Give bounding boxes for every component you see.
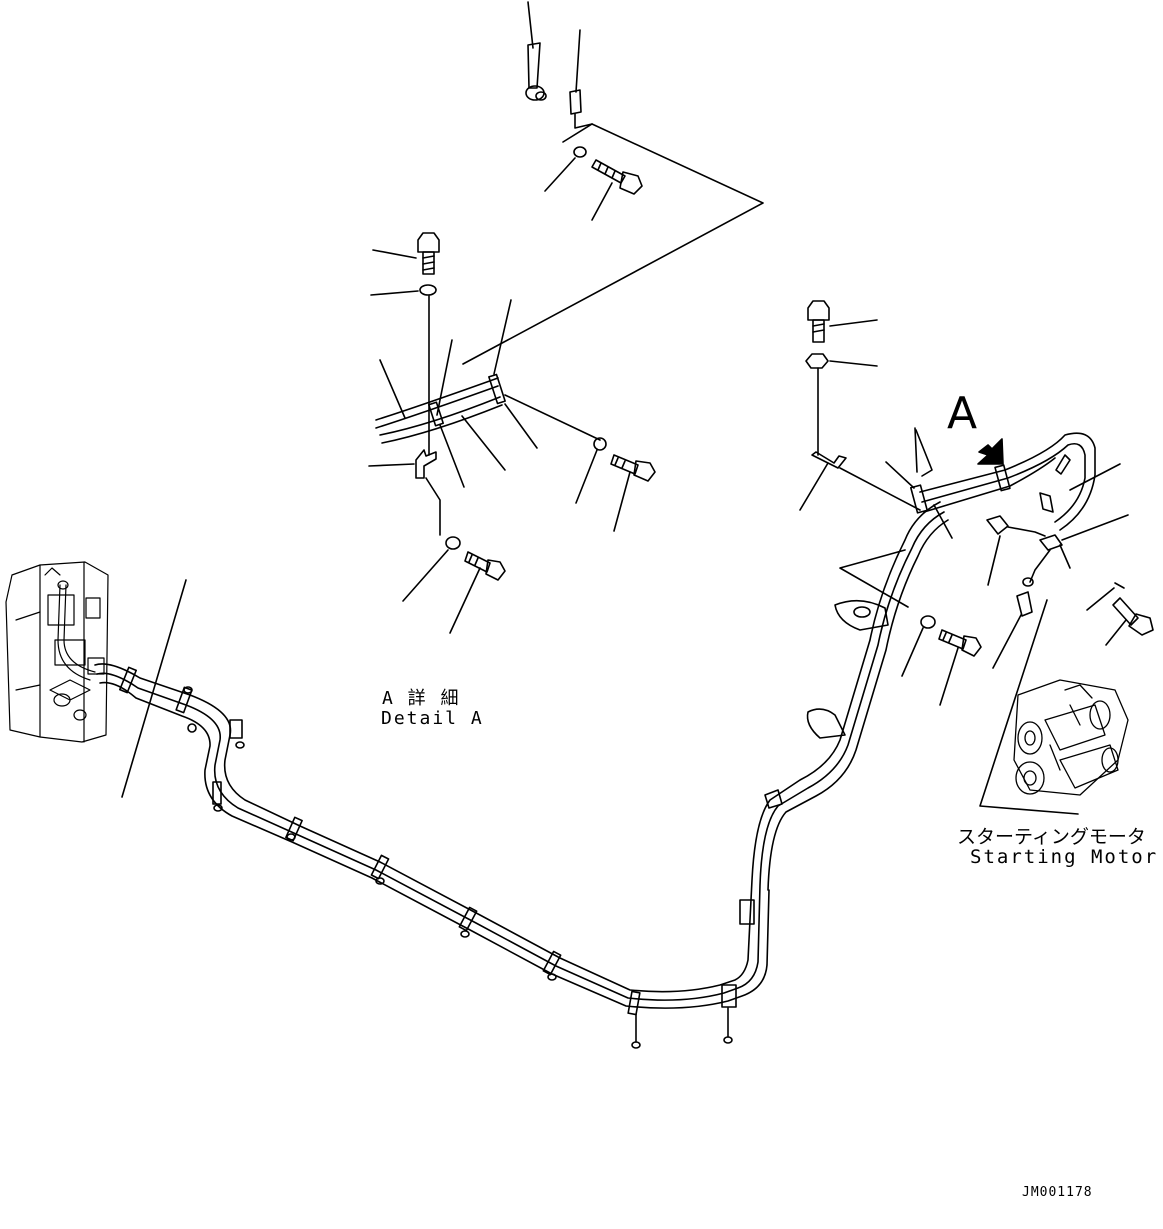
leader-line bbox=[901, 627, 924, 677]
detail-a-label-english: Detail A bbox=[381, 708, 484, 729]
cable bbox=[381, 404, 503, 444]
leader-line bbox=[527, 1, 534, 49]
leader-line bbox=[613, 471, 631, 532]
top-washer bbox=[573, 146, 587, 158]
leader-line bbox=[1105, 619, 1127, 646]
cable bbox=[375, 385, 499, 429]
left-bolt-bottom bbox=[464, 551, 506, 581]
lower-right-bolt bbox=[938, 629, 982, 657]
detail-a-label-japanese: A 詳 細 bbox=[382, 688, 461, 709]
leader-line bbox=[575, 449, 598, 504]
callout-line bbox=[979, 599, 1079, 815]
leader-line bbox=[504, 403, 538, 449]
leader-line bbox=[829, 319, 878, 327]
right-nut bbox=[805, 353, 829, 369]
terminal-wire bbox=[1029, 549, 1051, 583]
leader-line bbox=[1086, 587, 1115, 611]
leader-line bbox=[829, 360, 878, 367]
right-clip-bracket bbox=[811, 451, 847, 469]
leader-line bbox=[368, 463, 415, 467]
terminal-connector bbox=[986, 515, 1009, 535]
leader-line bbox=[436, 339, 453, 416]
leader-line bbox=[493, 299, 512, 375]
starting-motor-label-japanese: スターティングモータ bbox=[957, 826, 1146, 848]
view-a-marker: A bbox=[947, 388, 978, 439]
leader-line bbox=[987, 535, 1001, 586]
leader-line bbox=[1069, 463, 1121, 491]
lower-right-washer bbox=[920, 615, 936, 629]
callout-line bbox=[462, 123, 764, 365]
top-bolt bbox=[591, 159, 643, 195]
left-washer-top bbox=[419, 284, 437, 296]
leader-line bbox=[449, 567, 481, 634]
cable-band bbox=[994, 464, 1011, 492]
cable-band bbox=[427, 401, 445, 427]
top-clamp-part bbox=[527, 42, 541, 89]
leader-line bbox=[992, 614, 1022, 669]
leader-line bbox=[544, 157, 576, 192]
leader-line bbox=[591, 182, 613, 221]
right-bolt-top bbox=[807, 300, 830, 343]
left-washer-bottom bbox=[445, 536, 461, 550]
terminal-wire bbox=[1007, 526, 1046, 537]
right-terminal-bolt bbox=[1112, 597, 1154, 636]
leader-line bbox=[461, 415, 506, 471]
starting-motor-label-english: Starting Motor bbox=[970, 846, 1159, 868]
callout-line bbox=[839, 467, 921, 511]
harness-label-tag bbox=[915, 429, 933, 477]
cable bbox=[379, 396, 501, 436]
detail-a-assembly bbox=[799, 300, 1154, 815]
left-control-unit bbox=[5, 561, 109, 743]
spring-washer bbox=[1114, 582, 1125, 589]
left-clip-bracket bbox=[415, 449, 437, 479]
cable bbox=[921, 442, 1086, 523]
leader-line bbox=[939, 647, 959, 706]
terminal-cap bbox=[1039, 492, 1054, 513]
connector-line bbox=[562, 113, 593, 143]
left-clamp-detail bbox=[368, 232, 656, 634]
middle-bolt bbox=[610, 454, 656, 482]
terminal-connector bbox=[1039, 534, 1063, 551]
cable-band bbox=[910, 484, 928, 514]
view-a-arrow bbox=[977, 438, 1004, 465]
top-bracket-detail bbox=[462, 1, 764, 365]
connector-line bbox=[425, 477, 441, 536]
main-wire-harness bbox=[94, 501, 949, 1049]
leader-line bbox=[379, 359, 406, 419]
leader-line bbox=[370, 290, 419, 296]
leader-line bbox=[121, 579, 187, 798]
harness-clamps bbox=[118, 599, 889, 1049]
starting-motor-illustration bbox=[1013, 679, 1129, 796]
middle-washer bbox=[593, 437, 607, 451]
left-bolt-top bbox=[417, 232, 440, 275]
callout-line bbox=[504, 394, 601, 441]
leader-line bbox=[799, 462, 829, 511]
drawing-number: JM001178 bbox=[1022, 1185, 1093, 1200]
leader-line bbox=[372, 249, 417, 259]
leader-line bbox=[885, 461, 915, 489]
leader-line bbox=[402, 549, 449, 602]
top-clip-part bbox=[569, 89, 582, 115]
leader-line bbox=[933, 504, 953, 539]
terminal-cap bbox=[1055, 454, 1071, 475]
terminal-boot bbox=[1016, 591, 1033, 617]
cable bbox=[919, 432, 1096, 531]
cable-band bbox=[488, 373, 506, 405]
leader-line bbox=[1059, 544, 1071, 569]
leader-line bbox=[575, 29, 581, 93]
leader-line bbox=[1061, 514, 1129, 541]
callout-line bbox=[839, 549, 909, 608]
terminal-end bbox=[1022, 577, 1034, 587]
cable bbox=[375, 377, 499, 421]
leader-line bbox=[439, 424, 465, 488]
